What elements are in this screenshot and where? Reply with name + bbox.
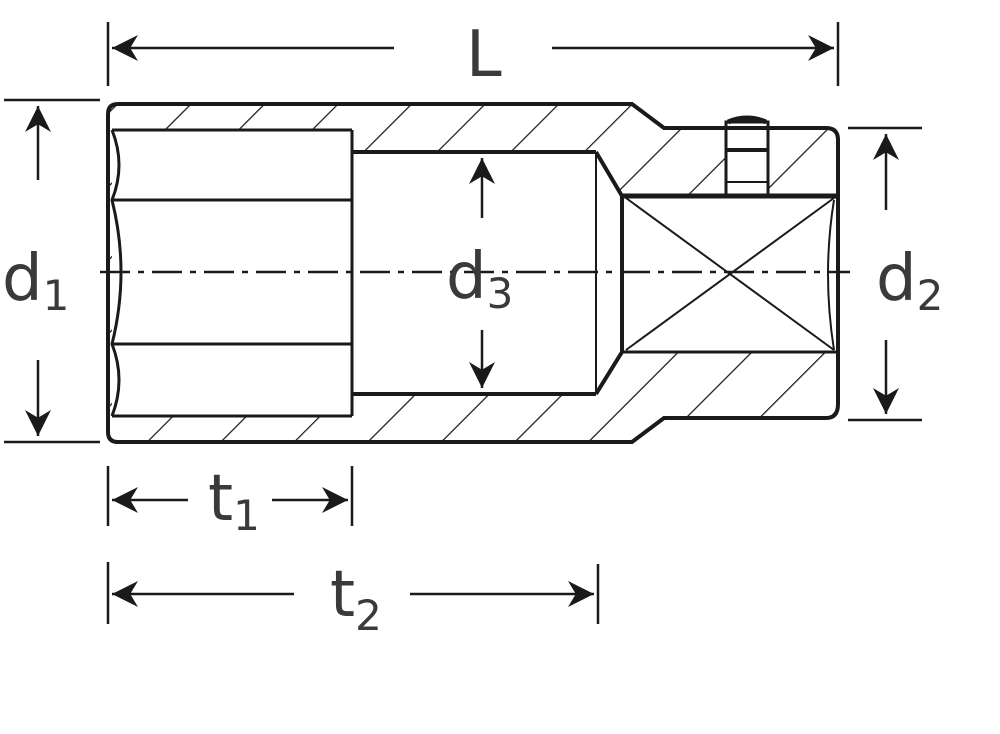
dimension-label-d1: d1 [2,242,69,320]
dimension-label-d2: d2 [876,242,943,320]
square-drive [620,193,838,354]
dimension-label-t2: t2 [330,558,382,640]
extension-lines [4,22,922,624]
dimension-label-L: L [466,18,502,92]
ball-detent [724,115,770,198]
dimension-arrows [25,35,899,607]
socket-body [106,102,840,444]
dimension-label-d3: d3 [446,240,513,318]
dimension-label-t1: t1 [208,462,260,540]
